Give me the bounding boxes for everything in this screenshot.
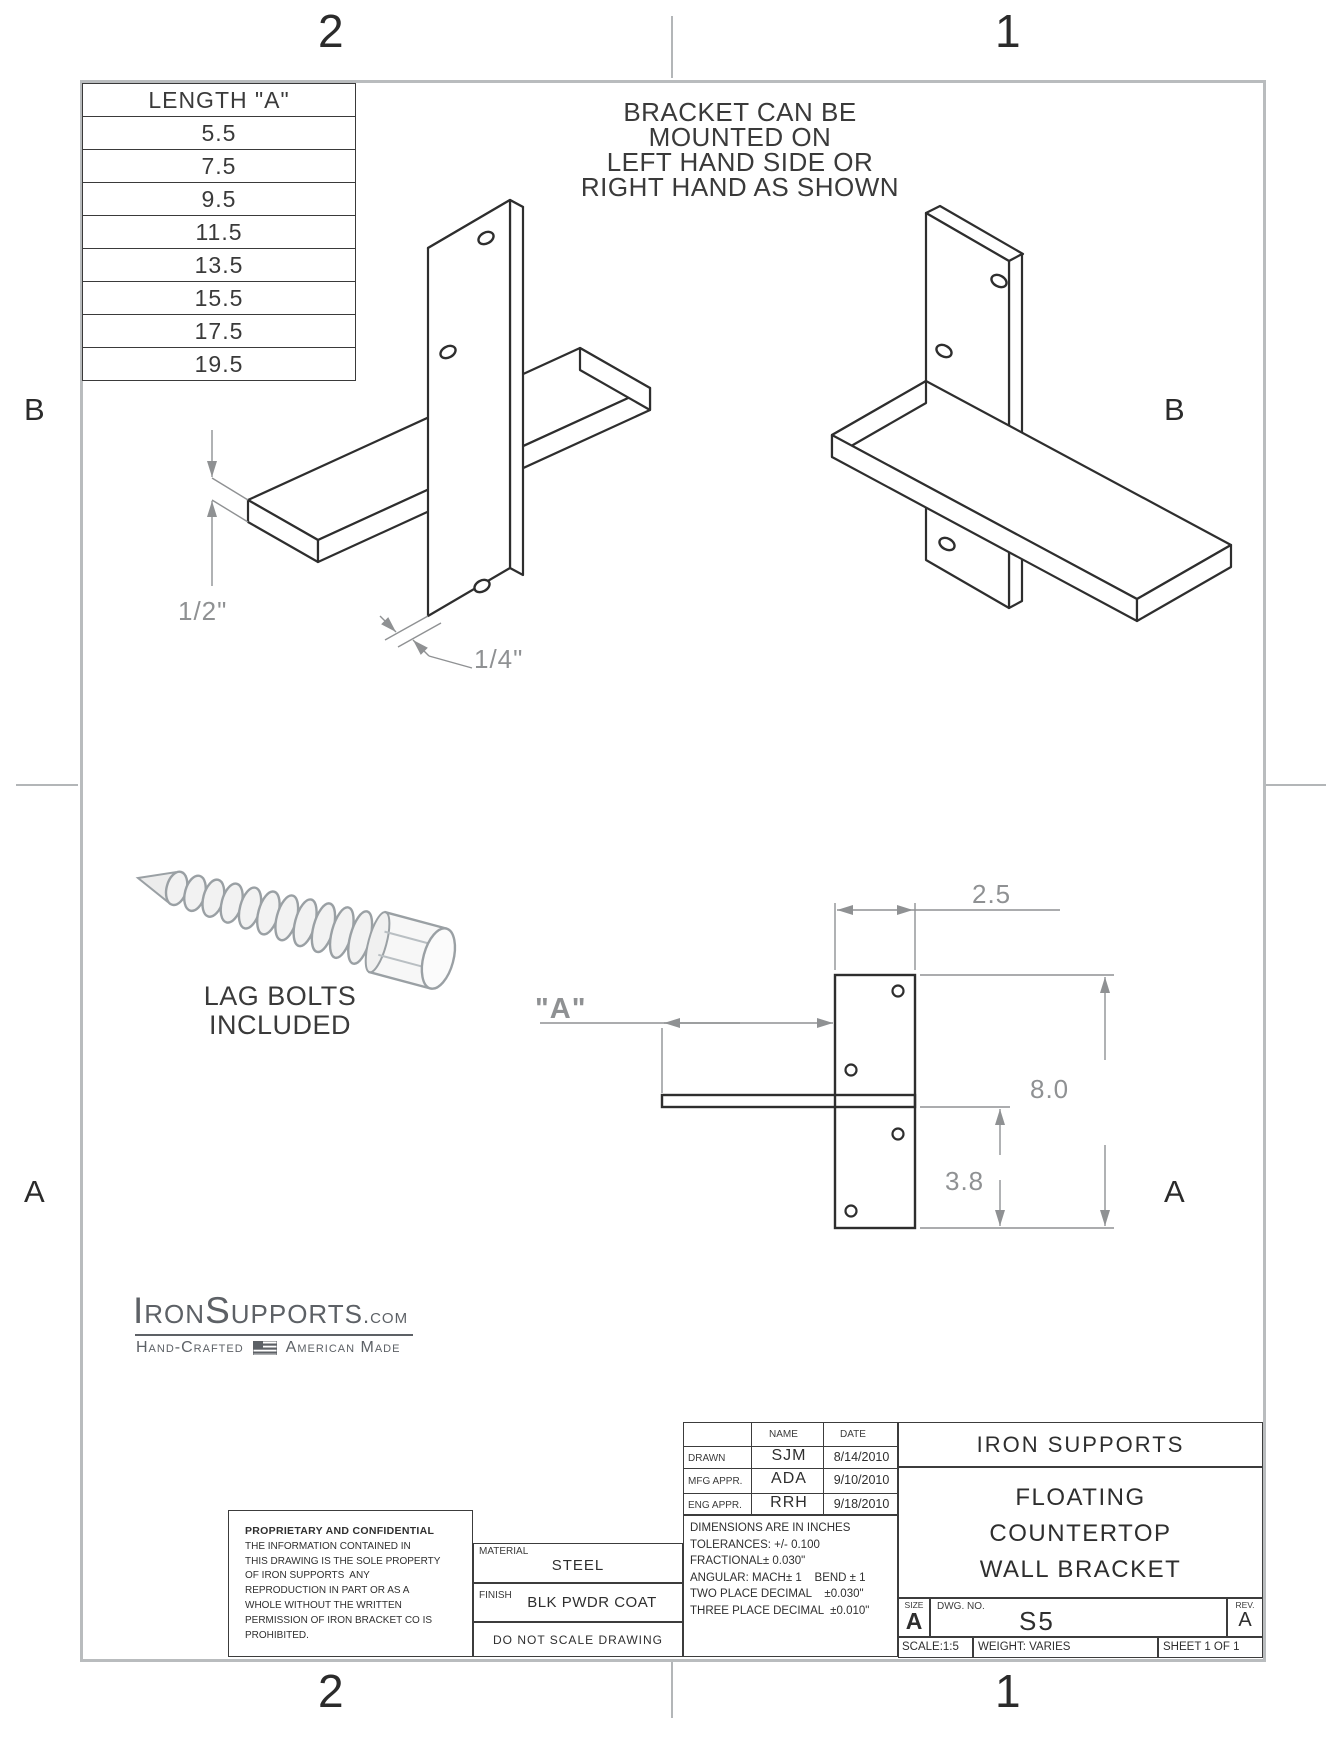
lag-bolts-note: LAG BOLTS INCLUDED (203, 981, 357, 1040)
dim-plate-thickness-text: 1/4" (474, 644, 523, 674)
approvals-col-name: NAME (769, 1429, 798, 1440)
logo-tagline-right: American Made (285, 1339, 401, 1356)
dim-shelf-thickness-text: 1/2" (178, 596, 227, 626)
proprietary-note: PROPRIETARY AND CONFIDENTIAL THE INFORMAT… (228, 1510, 473, 1657)
sheet-cell: SHEET 1 OF 1 (1158, 1637, 1263, 1658)
approvals-col-date: DATE (840, 1429, 866, 1440)
zone-label-top-2: 2 (318, 5, 344, 57)
approval-row-name: SJM (771, 1447, 807, 1464)
drawing-title: FLOATING COUNTERTOP WALL BRACKET (979, 1484, 1182, 1583)
zone-label-right-A: A (1164, 1174, 1185, 1209)
zone-tick-right (1264, 784, 1326, 786)
approval-row-label: ENG APPR. (688, 1500, 742, 1511)
length-table-row: 7.5 (83, 150, 355, 183)
approval-row-name: RRH (770, 1494, 808, 1511)
dim-length-ref-text: "A" (535, 993, 586, 1025)
drawing-title-cell: FLOATING COUNTERTOP WALL BRACKET (898, 1467, 1263, 1598)
approval-row-name: ADA (771, 1470, 807, 1487)
proprietary-heading: PROPRIETARY AND CONFIDENTIAL (245, 1525, 435, 1537)
bracket-left-isometric (246, 198, 652, 618)
logo-brand-part2: Supports (205, 1290, 363, 1331)
length-table-row: 11.5 (83, 216, 355, 249)
dim-plate-width (834, 903, 1060, 970)
zone-label-right-B: B (1164, 392, 1185, 427)
dim-plate-thickness (379, 615, 473, 669)
zone-label-left-B: B (24, 392, 45, 427)
company-name-cell: IRON SUPPORTS (898, 1422, 1263, 1467)
zone-label-left-A: A (24, 1174, 45, 1209)
dwg-no-cell: DWG. NO. S5 (930, 1598, 1227, 1637)
rev-cell: REV. A (1227, 1598, 1263, 1637)
approval-row-label: MFG APPR. (688, 1476, 743, 1487)
dim-plate-height (920, 974, 1114, 1229)
size-cell: SIZE A (898, 1598, 930, 1637)
zone-tick-left (16, 784, 78, 786)
do-not-scale-text: DO NOT SCALE DRAWING (492, 1633, 664, 1647)
weight-cell: WEIGHT: VARIES (973, 1637, 1158, 1658)
zone-tick-top (671, 16, 673, 78)
length-table-row: 5.5 (83, 117, 355, 150)
length-table-row: 17.5 (83, 315, 355, 348)
length-table: LENGTH "A" 5.5 7.5 9.5 11.5 13.5 15.5 17… (82, 83, 356, 381)
dim-plate-width-text: 2.5 (972, 879, 1011, 909)
scale-value: SCALE:1:5 (902, 1641, 959, 1653)
approval-row-date: 9/10/2010 (833, 1473, 890, 1487)
approvals-table: NAME DATE DRAWN SJM 8/14/2010 MFG APPR. … (683, 1422, 899, 1516)
length-table-row: 15.5 (83, 282, 355, 315)
material-label: MATERIAL (479, 1546, 529, 1557)
length-table-row: 19.5 (194, 351, 244, 377)
sheet-value: SHEET 1 OF 1 (1163, 1641, 1240, 1653)
dim-lower-hole-offset-text: 3.8 (945, 1166, 984, 1196)
sheet-frame (80, 80, 1266, 1662)
material-value: STEEL (551, 1557, 605, 1574)
logo-brand-part1: Iron (133, 1290, 206, 1331)
size-label: SIZE (904, 1600, 924, 1610)
dim-lower-hole-offset (920, 1106, 1010, 1226)
material-cell: MATERIAL STEEL (473, 1543, 683, 1583)
scale-cell: SCALE:1:5 (898, 1637, 973, 1658)
lag-bolt-illustration (135, 870, 457, 990)
mounting-note: BRACKET CAN BE MOUNTED ON LEFT HAND SIDE… (580, 97, 900, 202)
proprietary-body: THE INFORMATION CONTAINED IN THIS DRAWIN… (245, 1540, 441, 1641)
dim-shelf-thickness (207, 430, 249, 586)
do-not-scale-cell: DO NOT SCALE DRAWING (473, 1622, 683, 1657)
dim-length-ref (540, 1018, 833, 1093)
length-table-row: 13.5 (83, 249, 355, 282)
company-name: IRON SUPPORTS (976, 1432, 1185, 1457)
logo-tld: .com (362, 1303, 409, 1328)
tolerances-note: DIMENSIONS ARE IN INCHES TOLERANCES: +/-… (683, 1515, 898, 1657)
zone-tick-bottom (671, 1660, 673, 1718)
logo-tagline-left: Hand-Crafted (136, 1339, 244, 1356)
approval-row-date: 9/18/2010 (833, 1497, 890, 1511)
weight-value: WEIGHT: VARIES (978, 1641, 1071, 1653)
finish-value: BLK PWDR COAT (527, 1594, 657, 1611)
dwg-no-value: S5 (1019, 1606, 1055, 1636)
finish-label: FINISH (479, 1590, 512, 1601)
zone-label-bottom-1: 1 (995, 1665, 1021, 1717)
zone-label-top-1: 1 (995, 5, 1021, 57)
length-table-row: 9.5 (83, 183, 355, 216)
finish-cell: FINISH BLK PWDR COAT (473, 1583, 683, 1622)
size-value: A (905, 1608, 923, 1634)
approval-row-label: DRAWN (688, 1453, 726, 1464)
rev-label: REV. (1235, 1600, 1255, 1610)
bracket-right-isometric (830, 204, 1233, 623)
us-flag-icon (252, 1341, 277, 1355)
dwg-no-label: DWG. NO. (937, 1601, 985, 1612)
length-table-header: LENGTH "A" (83, 84, 355, 117)
zone-label-bottom-2: 2 (318, 1665, 344, 1717)
rev-value: A (1238, 1609, 1252, 1631)
dim-plate-height-text: 8.0 (1030, 1074, 1069, 1104)
side-view (660, 973, 917, 1230)
iron-supports-logo: IronSupports.com Hand-Crafted American M… (133, 1290, 413, 1357)
approval-row-date: 8/14/2010 (833, 1450, 890, 1464)
logo-rule (135, 1334, 413, 1336)
